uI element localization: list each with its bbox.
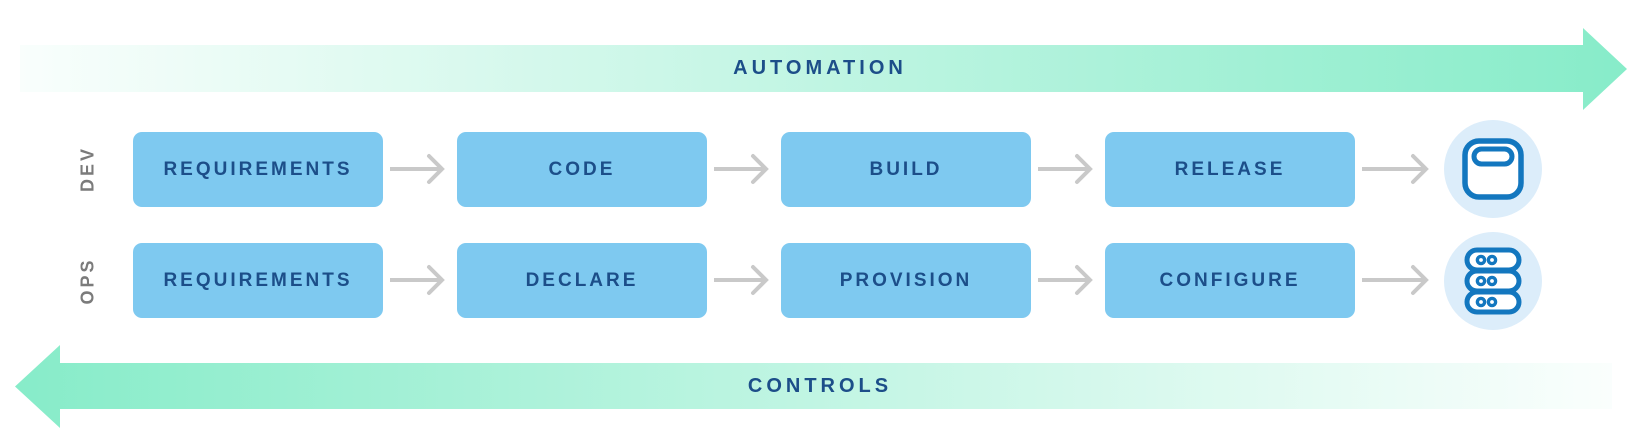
controls-arrow [15,345,1612,428]
dev-row-label: DEV [77,145,98,193]
stage-label: RELEASE [1174,158,1286,180]
stage-label: CODE [548,158,616,180]
stage-box-dev-code: CODE [457,132,707,207]
flow-arrow-icon [714,154,769,184]
stage-label: CONFIGURE [1159,269,1301,291]
stage-box-ops-requirements: REQUIREMENTS [133,243,383,318]
flow-arrow-icon [714,265,769,295]
flow-arrow-icon [1038,265,1093,295]
automation-arrow [20,28,1627,110]
server-stack-icon [1464,247,1522,315]
flow-arrow-icon [390,154,445,184]
automation-label: AUTOMATION [733,57,907,79]
flow-arrow-icon [1362,154,1429,184]
ops-endpoint-circle [1444,232,1542,330]
flow-arrow-icon [1038,154,1093,184]
stage-label: REQUIREMENTS [163,158,353,180]
controls-arrow-shape [15,345,1612,428]
controls-label: CONTROLS [747,374,893,397]
flow-arrow-icon [1362,265,1429,295]
stage-box-ops-declare: DECLARE [457,243,707,318]
app-container-icon [1462,138,1524,200]
stage-box-dev-build: BUILD [781,132,1031,207]
stage-box-ops-provision: PROVISION [781,243,1031,318]
dev-endpoint-circle [1444,120,1542,218]
stage-box-dev-requirements: REQUIREMENTS [133,132,383,207]
stage-box-ops-configure: CONFIGURE [1105,243,1355,318]
ops-row-label: OPS [77,257,98,305]
flow-arrow-icon [390,265,445,295]
stage-label: DECLARE [525,269,639,291]
stage-label: PROVISION [839,269,973,291]
stage-label: REQUIREMENTS [163,269,353,291]
stage-label: BUILD [869,158,943,180]
stage-box-dev-release: RELEASE [1105,132,1355,207]
automation-arrow-shape [20,28,1627,110]
